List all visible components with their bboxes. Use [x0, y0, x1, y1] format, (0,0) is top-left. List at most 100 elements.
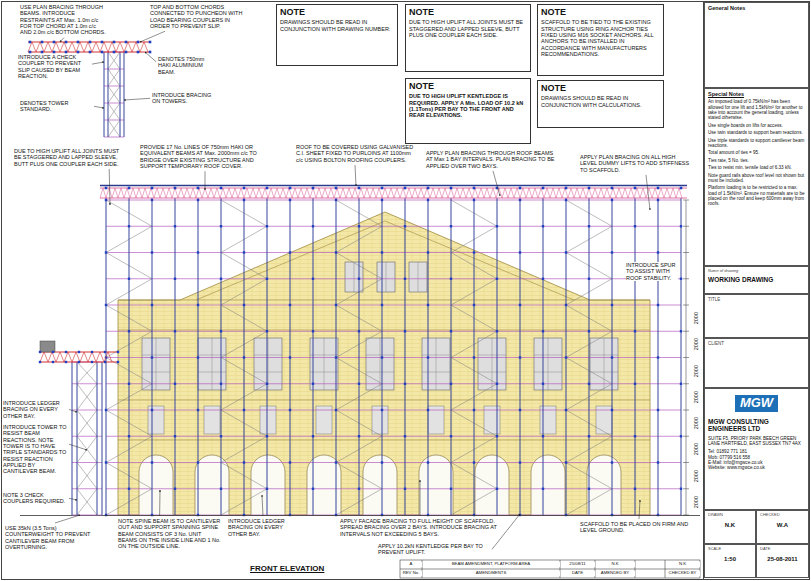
coupler: [41, 51, 44, 54]
box-text: DRAWINGS SHOULD BE READ IN CONJUNCTION W…: [280, 19, 394, 32]
coupler: [52, 361, 54, 363]
coupler: [105, 304, 107, 306]
dimension-tick: [683, 357, 689, 358]
coupler: [220, 187, 223, 190]
dimension-tick: [683, 462, 689, 463]
tower-standard: [108, 52, 109, 137]
box-text: W.A: [760, 522, 805, 529]
coupler: [565, 187, 568, 190]
window-transom: [534, 355, 562, 356]
coupler: [335, 304, 337, 306]
coupler: [404, 488, 406, 490]
box-heading: MGW: [735, 395, 778, 412]
coupler: [104, 361, 106, 363]
coupler: [65, 51, 68, 54]
coupler: [496, 435, 498, 437]
window-mullion: [548, 338, 549, 390]
window-transom: [366, 355, 394, 356]
tower-standard: [102, 362, 103, 515]
coupler: [588, 435, 590, 437]
window-mullion: [604, 338, 605, 390]
tower-brace: [77, 463, 97, 489]
ledger: [106, 252, 681, 253]
coupler: [105, 461, 107, 463]
coupler: [680, 383, 682, 385]
coupler: [197, 251, 199, 253]
coupler: [519, 199, 521, 201]
leader-line: [124, 98, 150, 100]
box-text: DUE TO HIGH UPLIFT KENTLEDGE IS REQUIRED…: [409, 93, 527, 118]
coupler: [39, 361, 41, 363]
coupler: [381, 199, 383, 201]
ledger: [106, 357, 681, 358]
coupler: [125, 41, 128, 44]
coupler: [427, 187, 430, 190]
coupler: [519, 187, 522, 190]
coupler: [220, 330, 222, 332]
coupler: [128, 383, 130, 385]
coupler: [266, 383, 268, 385]
window-transom: [534, 372, 562, 373]
tower-brace: [77, 384, 97, 410]
coupler: [220, 383, 222, 385]
dimension-tick: [683, 410, 689, 411]
window-transom: [254, 355, 282, 356]
coupler: [312, 435, 314, 437]
coupler: [611, 304, 613, 306]
coupler: [588, 488, 590, 490]
window-transom: [198, 372, 226, 373]
window: [142, 338, 170, 390]
tower-standard: [97, 362, 98, 515]
box-heading: DRAWN: [708, 513, 752, 518]
box-heading: SCALE: [708, 547, 752, 552]
coupler: [450, 278, 452, 280]
standard: [589, 198, 590, 515]
revision-table: [400, 560, 700, 578]
note-box: NOTEDRAWINGS SHOULD BE READ IN CONJUNCTI…: [537, 80, 664, 128]
client-box: CLIENT: [704, 338, 809, 388]
window-transom: [142, 355, 170, 356]
window-transom: [366, 372, 394, 373]
roof-sheet: [100, 185, 687, 186]
table-cell: AMENDED BY: [596, 571, 635, 576]
tower-brace: [77, 489, 97, 515]
annotation: INTRODUCE A CHECK COUPLER TO PREVENT SLI…: [18, 54, 90, 79]
coupler: [381, 356, 383, 358]
coupler: [101, 41, 104, 44]
annotation: DUE TO HIGH UPLIFT ALL JOINTS MUST BE ST…: [14, 148, 126, 167]
table-cell: REV No.: [401, 571, 422, 576]
box-heading: Special Notes: [708, 91, 805, 97]
note-box: NOTEDRAWINGS SHOULD BE READ IN CONJUNCTI…: [276, 4, 398, 66]
standard: [428, 198, 429, 515]
coupler: [105, 251, 107, 253]
coupler: [220, 435, 222, 437]
coupler: [588, 330, 590, 332]
box-heading: DATE: [760, 547, 805, 552]
tower-standard: [120, 52, 121, 137]
coupler: [542, 225, 544, 227]
coupler: [174, 187, 177, 190]
coupler: [137, 41, 140, 44]
general-notes-panel: General Notes: [704, 2, 809, 88]
box-text: An imposed load of 0.75kN/m² has been al…: [708, 99, 805, 120]
leader-line: [92, 62, 104, 64]
coupler: [427, 199, 429, 201]
table-cell: 25/08/11: [561, 562, 595, 567]
coupler: [404, 383, 406, 385]
box-heading: NOTE: [541, 7, 660, 17]
coupler: [542, 187, 545, 190]
tower-brace: [77, 362, 97, 384]
standard: [681, 198, 682, 515]
coupler: [381, 409, 383, 411]
ledger: [106, 488, 681, 489]
window-mullion: [354, 262, 355, 292]
coupler: [29, 41, 32, 44]
ledger: [106, 305, 681, 306]
leader-line: [145, 52, 156, 62]
dimension-tick: [683, 305, 689, 306]
box-text: E-Mail: info@mgwce.co.uk: [708, 460, 805, 465]
box-text: Note guard rails above roof level not sh…: [708, 173, 805, 184]
coupler: [335, 409, 337, 411]
coupler: [125, 51, 128, 54]
coupler: [312, 225, 314, 227]
